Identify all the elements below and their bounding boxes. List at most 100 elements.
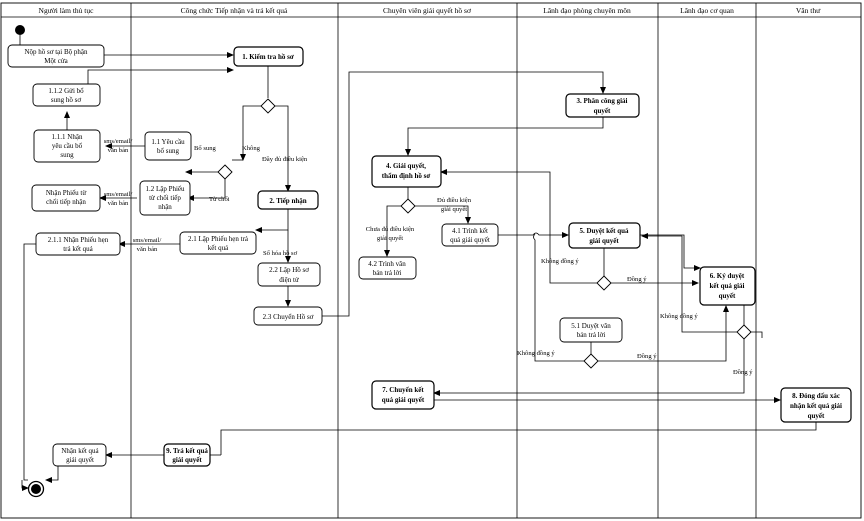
- node-tiep-nhan: 2. Tiếp nhận: [257, 190, 319, 210]
- label-dong-y-1: Đồng ý: [627, 276, 647, 283]
- label-tu-choi: Từ chối: [209, 196, 230, 203]
- node-gui-bo-sung: 1.1.2 Gửi bổ sung hồ sơ: [32, 83, 101, 107]
- node-yeu-cau-bo-sung: 1.1 Yêu cầu bổ sung: [144, 131, 192, 161]
- node-tiep-nhan-label: 2. Tiếp nhận: [269, 197, 306, 205]
- node-lap-phieu-hen-line1: 2.1 Lập Phiếu hẹn trả: [188, 235, 249, 243]
- node-dong-dau: 8. Đóng dấu xác nhận kết quả giải quyết: [780, 387, 852, 423]
- label-khong-dong-y-2: Không đồng ý: [660, 313, 698, 320]
- node-lap-phieu-hen: 2.1 Lập Phiếu hẹn trả kết quả: [179, 231, 257, 255]
- node-duyet-van-ban-line1: 5.1 Duyệt văn: [571, 322, 611, 330]
- node-nhan-phieu-hen-line2: trả kết quả: [63, 245, 93, 253]
- node-lap-phieu-tu-choi: 1.2 Lập Phiếu từ chối tiếp nhận: [139, 180, 191, 216]
- node-yeu-cau-bo-sung-line2: bổ sung: [157, 147, 179, 155]
- lane-title-applicant: Người làm thủ tục: [39, 6, 95, 15]
- node-nhan-phieu-hen-line1: 2.1.1 Nhận Phiếu hẹn: [48, 236, 109, 244]
- node-nhan-phieu-hen: 2.1.1 Nhận Phiếu hẹn trả kết quả: [35, 232, 121, 256]
- node-kiem-tra: 1. Kiểm tra hồ sơ: [233, 46, 304, 67]
- decision-nodes: [217, 98, 752, 369]
- node-trinh-ket-qua: 4.1 Trình kết quả giải quyết: [441, 223, 499, 247]
- node-duyet-van-ban-line2: bản trả lời: [577, 331, 606, 339]
- lane-title-specialist: Chuyên viên giải quyết hồ sơ: [383, 6, 472, 15]
- node-nhan-ket-qua-line1: Nhận kết quả: [61, 447, 99, 455]
- label-sms-1-line1: sms/email/: [104, 138, 133, 145]
- label-khong: Không: [242, 145, 261, 152]
- node-tra-ket-qua: 9. Trả kết quả giải quyết: [163, 443, 211, 467]
- node-nhan-phieu-tu-choi-line1: Nhận Phiếu từ: [46, 189, 87, 197]
- node-nhan-ket-qua: Nhận kết quả giải quyết: [52, 443, 107, 467]
- label-du-dieu-kien-gq-line2: giải quyết: [441, 206, 467, 213]
- decision-duyet-van-ban: [583, 353, 599, 369]
- node-duyet-ket-qua: 5. Duyệt kết quả giải quyết: [568, 222, 641, 249]
- lane-title-agency-head: Lãnh đạo cơ quan: [680, 6, 734, 15]
- end-node-core: [31, 484, 41, 494]
- node-chuyen-ket-qua: 7. Chuyển kết quả giải quyết: [371, 380, 435, 410]
- node-nhan-phieu-tu-choi: Nhận Phiếu từ chối tiếp nhận: [31, 184, 101, 212]
- label-sms-2-line1: sms/email/: [104, 191, 133, 198]
- node-trinh-ket-qua-line1: 4.1 Trình kết: [452, 227, 488, 235]
- label-so-hoa: Số hóa hồ sơ: [263, 250, 298, 257]
- label-chua-du-line2: giải quyết: [377, 235, 403, 242]
- node-lap-phieu-tu-choi-line3: nhận: [158, 203, 172, 211]
- node-lap-phieu-tu-choi-line1: 1.2 Lập Phiếu: [145, 185, 185, 193]
- label-sms-2-line2: văn bản: [108, 200, 129, 207]
- label-bo-sung: Bổ sung: [194, 145, 217, 152]
- node-trinh-van-ban: 4.2 Trình văn bản trả lời: [358, 256, 417, 280]
- node-trinh-ket-qua-line2: quả giải quyết: [450, 236, 490, 244]
- label-sms-3-line1: sms/email/: [133, 237, 162, 244]
- label-khong-dong-y-1: Không đồng ý: [541, 258, 579, 265]
- node-nhan-yeu-cau-line3: sung: [60, 151, 74, 159]
- node-lap-phieu-hen-line2: kết quả: [208, 244, 229, 252]
- decision-khong-du: [217, 164, 233, 180]
- lane-title-reception: Công chức Tiếp nhận và trả kết quả: [181, 6, 288, 15]
- node-dong-dau-line3: quyết: [808, 412, 825, 420]
- lane-title-clerk: Văn thư: [796, 6, 821, 15]
- node-nhan-ket-qua-line2: giải quyết: [66, 456, 94, 464]
- node-nop-ho-so: Nộp hồ sơ tại Bộ phận Một cửa: [7, 44, 105, 68]
- label-du-dieu-kien: Đầy đủ điều kiện: [262, 156, 308, 163]
- label-khong-dong-y-3: Không đồng ý: [517, 350, 555, 357]
- node-giai-quyet-line1: 4. Giải quyết,: [386, 162, 426, 170]
- node-chuyen-ket-qua-line1: 7. Chuyển kết: [382, 386, 424, 394]
- node-duyet-ket-qua-line1: 5. Duyệt kết quả: [579, 227, 629, 235]
- node-chuyen-ho-so: 2.3 Chuyển Hồ sơ: [253, 306, 323, 326]
- label-dong-y-3: Đồng ý: [637, 353, 657, 360]
- node-ky-duyet-line1: 6. Ký duyệt: [710, 272, 745, 280]
- node-phan-cong-line2: quyết: [594, 107, 611, 115]
- node-nhan-yeu-cau: 1.1.1 Nhận yêu cầu bổ sung: [33, 129, 101, 163]
- node-dong-dau-line1: 8. Đóng dấu xác: [792, 392, 840, 400]
- node-kiem-tra-label: 1. Kiểm tra hồ sơ: [242, 53, 294, 61]
- label-chua-du-line1: Chưa đủ điều kiện: [366, 226, 415, 233]
- node-nhan-phieu-tu-choi-line2: chối tiếp nhận: [46, 198, 86, 206]
- node-trinh-van-ban-line1: 4.2 Trình văn: [368, 260, 406, 268]
- node-gui-bo-sung-line2: sung hồ sơ: [51, 96, 81, 104]
- label-sms-1-line2: văn bản: [108, 147, 129, 154]
- node-tra-ket-qua-line2: giải quyết: [172, 456, 202, 464]
- node-lap-ho-so-dien-tu: 2.2 Lập Hồ sơ điện tử: [257, 262, 321, 287]
- node-lap-phieu-tu-choi-line2: từ chối tiếp: [149, 194, 181, 202]
- node-dong-dau-line2: nhận kết quả giải: [790, 402, 842, 410]
- node-nop-ho-so-line2: Một cửa: [44, 57, 68, 65]
- node-giai-quyet-line2: thẩm định hồ sơ: [382, 172, 431, 180]
- decision-ky-duyet: [736, 324, 752, 340]
- node-duyet-van-ban: 5.1 Duyệt văn bản trả lời: [559, 317, 623, 343]
- node-lap-ho-so-dien-tu-line1: 2.2 Lập Hồ sơ: [269, 266, 309, 274]
- node-ky-duyet-line2: kết quả giải: [709, 282, 744, 290]
- connectors: [19, 35, 817, 491]
- node-tra-ket-qua-line1: 9. Trả kết quả: [166, 447, 208, 455]
- label-sms-3-line2: văn bản: [137, 246, 158, 253]
- node-chuyen-ket-qua-line2: quả giải quyết: [382, 396, 425, 404]
- node-trinh-van-ban-line2: bản trả lời: [373, 269, 402, 277]
- node-ky-duyet-line3: quyết: [719, 292, 736, 300]
- decision-kiem-tra: [260, 98, 276, 114]
- node-ky-duyet: 6. Ký duyệt kết quả giải quyết: [699, 266, 756, 306]
- label-dong-y-2: Đồng ý: [733, 369, 753, 376]
- decision-duyet: [596, 275, 612, 291]
- node-nhan-yeu-cau-line1: 1.1.1 Nhận: [52, 133, 83, 141]
- node-nop-ho-so-line1: Nộp hồ sơ tại Bộ phận: [24, 48, 88, 56]
- node-giai-quyet: 4. Giải quyết, thẩm định hồ sơ: [371, 155, 442, 188]
- lane-titles: Người làm thủ tục Công chức Tiếp nhận và…: [39, 6, 822, 15]
- node-gui-bo-sung-line1: 1.1.2 Gửi bổ: [48, 87, 84, 95]
- node-nhan-yeu-cau-line2: yêu cầu bổ: [52, 142, 83, 150]
